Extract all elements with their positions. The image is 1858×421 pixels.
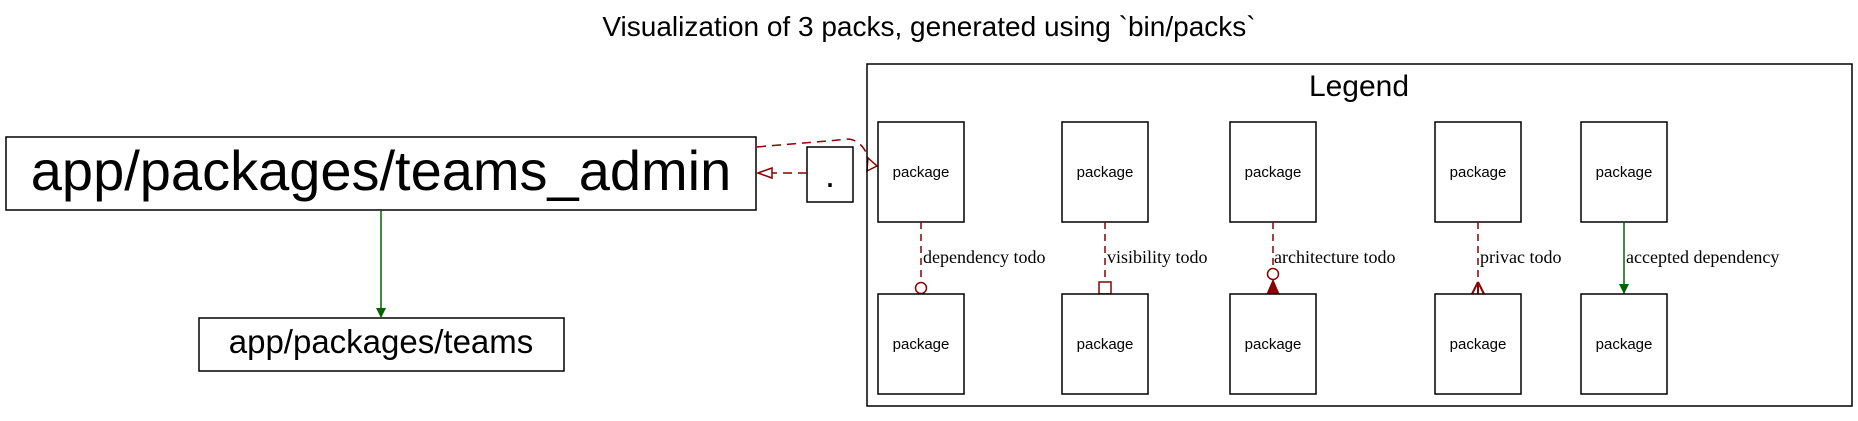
node-teams-admin: app/packages/teams_admin	[5, 136, 757, 211]
node-dot-label: .	[825, 154, 835, 195]
legend-edge-label: accepted dependency	[1626, 247, 1779, 267]
legend-package-bottom	[1434, 293, 1522, 395]
legend-package-bottom	[1229, 293, 1317, 395]
legend-package-bottom-label: package	[893, 336, 950, 353]
legend-package-top	[1061, 121, 1149, 223]
legend-edge-label: visibility todo	[1107, 247, 1208, 267]
legend-edge-label: architecture todo	[1274, 247, 1395, 267]
legend-package-bottom	[877, 293, 965, 395]
legend-package-bottom-label: package	[1596, 336, 1653, 353]
legend-item-architecture-todo: package architecture todo package	[1229, 121, 1395, 395]
node-teams-admin-label: app/packages/teams_admin	[31, 139, 731, 202]
legend-title: Legend	[1309, 70, 1409, 103]
legend-edge-label: privac todo	[1480, 247, 1561, 267]
legend-package-bottom-label: package	[1245, 336, 1302, 353]
legend-package-top	[877, 121, 965, 223]
legend-item-privac-todo: package privac todo package	[1434, 121, 1561, 395]
legend-package-top-label: package	[1077, 164, 1134, 181]
node-teams-label: app/packages/teams	[229, 323, 534, 360]
legend-package-top-label: package	[1245, 164, 1302, 181]
legend-package-top	[1434, 121, 1522, 223]
legend-item-accepted-dependency: package accepted dependency package	[1580, 121, 1779, 395]
legend-package-bottom	[1580, 293, 1668, 395]
legend-package-top-label: package	[1596, 164, 1653, 181]
legend-package-bottom-label: package	[1077, 336, 1134, 353]
node-teams: app/packages/teams	[198, 317, 565, 372]
edge-dot-todo	[755, 166, 807, 180]
legend-package-bottom-label: package	[1450, 336, 1507, 353]
legend-item-dependency-todo: package dependency todo package	[877, 121, 1045, 395]
legend-package-top	[1580, 121, 1668, 223]
legend-package-top-label: package	[893, 164, 950, 181]
diagram-title: Visualization of 3 packs, generated usin…	[602, 11, 1255, 42]
node-dot: .	[806, 146, 854, 203]
legend-item-visibility-todo: package visibility todo package	[1061, 121, 1208, 395]
legend-package-top-label: package	[1450, 164, 1507, 181]
legend-cluster: Legend	[866, 63, 1853, 407]
legend-edge-label: dependency todo	[923, 247, 1045, 267]
legend-package-bottom	[1061, 293, 1149, 395]
